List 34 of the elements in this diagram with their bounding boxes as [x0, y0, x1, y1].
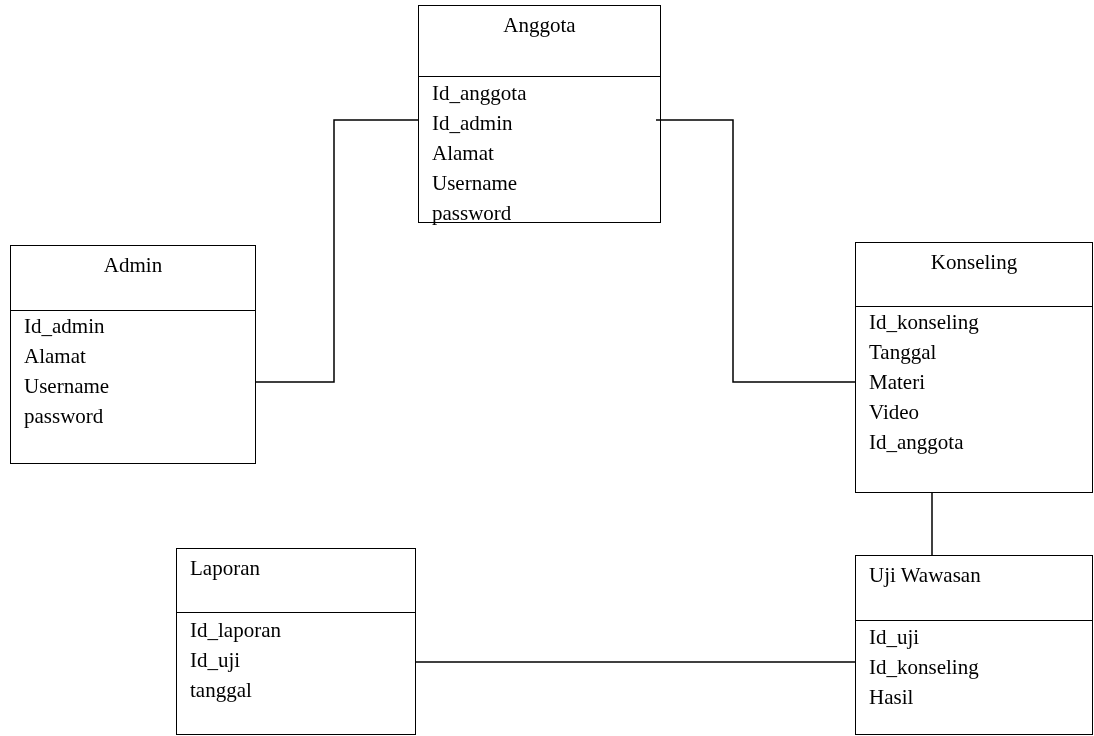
entity-box [855, 555, 1093, 735]
entity-box [10, 245, 256, 464]
attribute-name: Alamat [24, 343, 86, 369]
relationship-line [655, 119, 856, 383]
entity-box [176, 548, 416, 735]
attribute-name: Id_konseling [869, 654, 979, 680]
entity-title: Anggota [503, 12, 576, 38]
relationship-line [415, 661, 856, 663]
attribute-name: Id_anggota [869, 429, 964, 455]
entity-title: Admin [103, 252, 163, 278]
attribute-name: password [24, 403, 104, 429]
attribute-name: Username [432, 170, 518, 196]
attribute-name: Id_konseling [869, 309, 979, 335]
attribute-name: Id_anggota [432, 80, 527, 106]
attribute-name: password [432, 200, 512, 226]
attribute-name: Tanggal [869, 339, 937, 365]
attribute-name: Materi [869, 369, 925, 395]
entity-title: Uji Wawasan [869, 562, 981, 588]
relationship-line [931, 492, 933, 556]
attribute-name: Video [869, 399, 920, 425]
attribute-name: Hasil [869, 684, 914, 710]
entity-box [855, 242, 1093, 493]
attribute-name: Alamat [432, 140, 494, 166]
attribute-name: Username [24, 373, 110, 399]
attribute-name: Id_laporan [190, 617, 281, 643]
relationship-line [255, 119, 419, 383]
attribute-name: Id_admin [24, 313, 105, 339]
attribute-name: Id_admin [432, 110, 513, 136]
entity-title: Laporan [190, 555, 260, 581]
attribute-name: Id_uji [190, 647, 241, 673]
attribute-name: tanggal [190, 677, 252, 703]
entity-box [418, 5, 661, 223]
attribute-name: Id_uji [869, 624, 920, 650]
entity-title: Konseling [930, 249, 1018, 275]
